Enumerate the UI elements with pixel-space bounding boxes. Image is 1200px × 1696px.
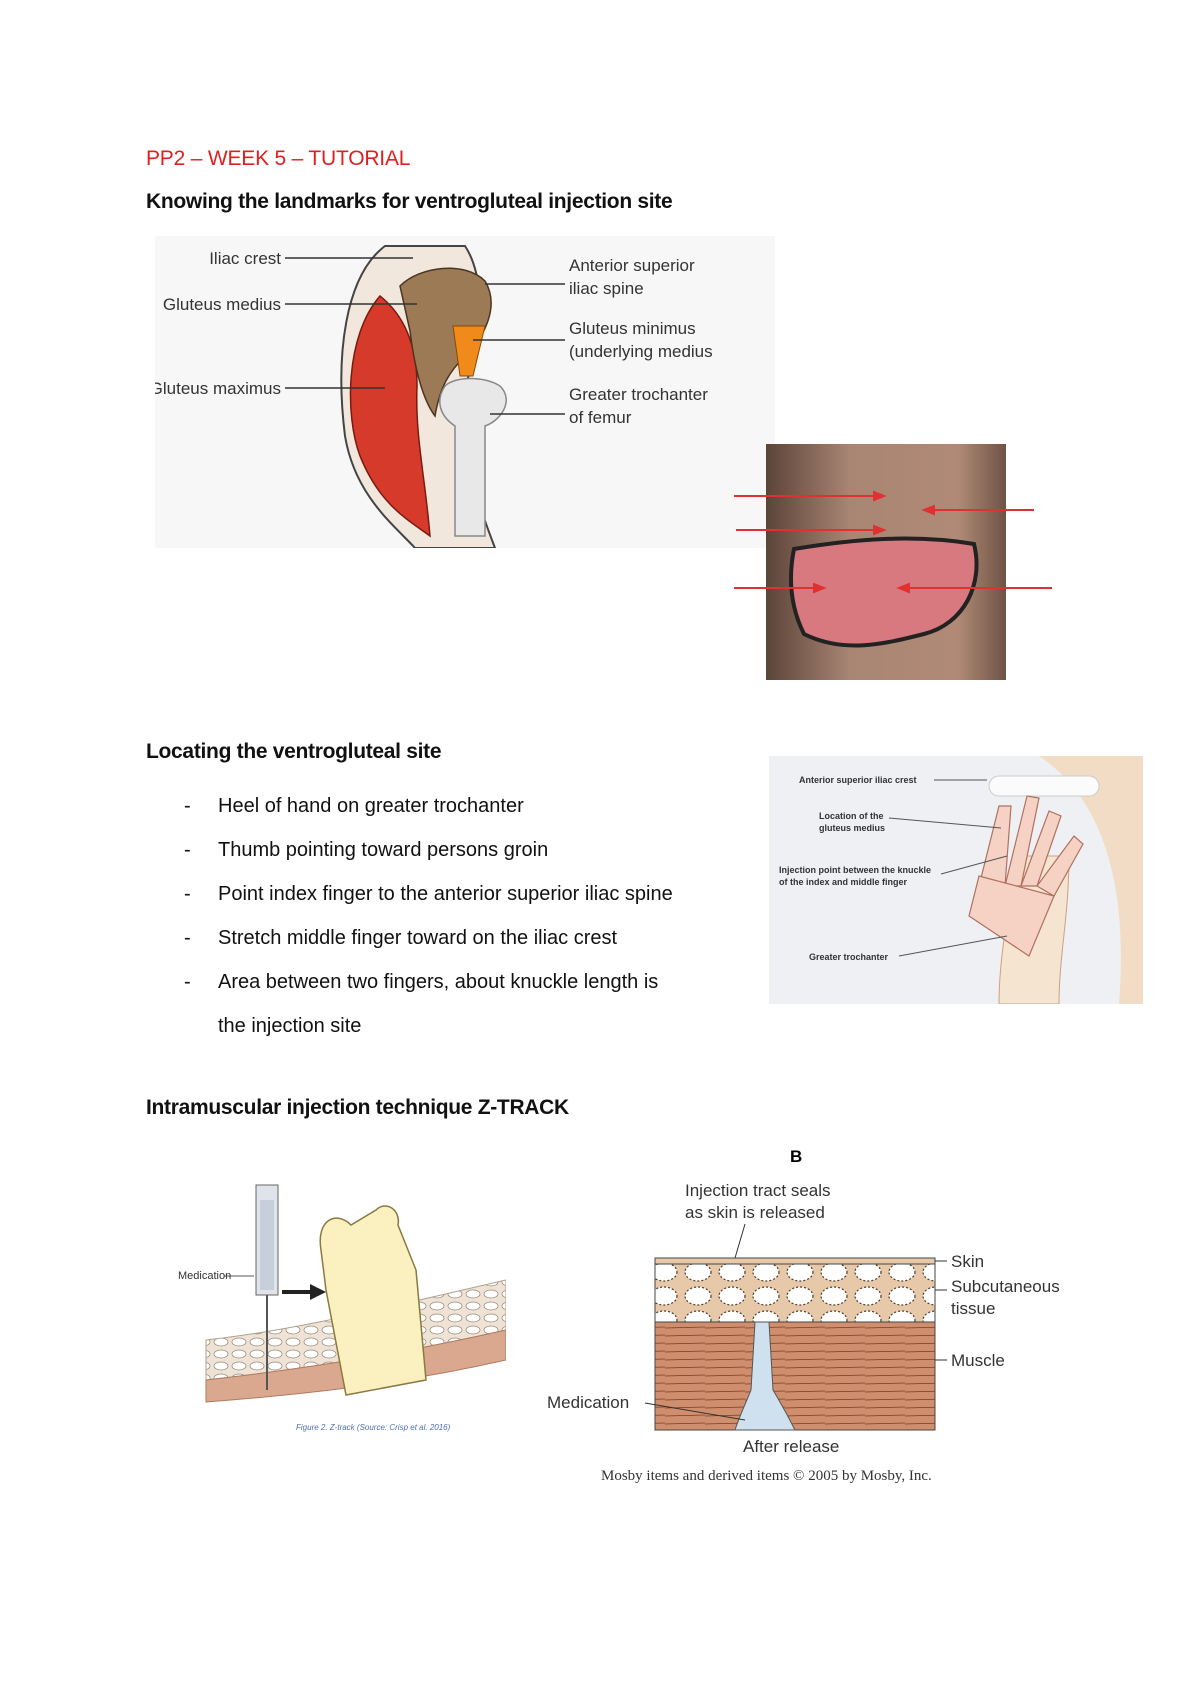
- label-location-line1: Location of the: [819, 811, 884, 821]
- list-item: -Stretch middle finger toward on the ili…: [184, 927, 618, 949]
- list-item: -Thumb pointing toward persons groin: [184, 839, 549, 861]
- label-asis-line2: iliac spine: [569, 279, 644, 298]
- section-heading-landmarks: Knowing the landmarks for ventrogluteal …: [146, 190, 673, 213]
- label-gluteus-maximus: Gluteus maximus: [155, 379, 281, 398]
- label-gluteus-medius: Gluteus medius: [163, 295, 281, 314]
- label-tract-line1: Injection tract seals: [685, 1181, 831, 1200]
- label-asis: Anterior superior iliac crest: [799, 775, 917, 785]
- label-gmin-line2: (underlying medius: [569, 342, 713, 361]
- label-trochanter-line2: of femur: [569, 408, 632, 427]
- document-title: PP2 – WEEK 5 – TUTORIAL: [146, 147, 411, 170]
- list-item: -Heel of hand on greater trochanter: [184, 795, 524, 817]
- femur-shape: [439, 377, 507, 537]
- label-gmin-line1: Gluteus minimus: [569, 319, 696, 338]
- gloved-hand-shape: [319, 1205, 427, 1396]
- hip-photo: [734, 444, 1052, 680]
- section-heading-ztrack: Intramuscular injection technique Z-TRAC…: [146, 1096, 569, 1119]
- label-medication-left: Medication: [178, 1270, 231, 1282]
- section-heading-locating: Locating the ventrogluteal site: [146, 740, 442, 763]
- label-tract-line2: as skin is released: [685, 1203, 825, 1222]
- label-after-release: After release: [743, 1437, 839, 1456]
- label-location-line2: gluteus medius: [819, 823, 885, 833]
- label-subq-line2: tissue: [951, 1299, 995, 1318]
- panel-label-b: B: [790, 1147, 802, 1166]
- hand-placement-figure: Anterior superior iliac crest Location o…: [769, 756, 1143, 1004]
- ztrack-copyright: Mosby items and derived items © 2005 by …: [601, 1468, 932, 1484]
- locating-steps-list: -Heel of hand on greater trochanter -Thu…: [184, 784, 754, 1048]
- label-injection-line2: of the index and middle finger: [779, 877, 908, 887]
- list-item-continuation: the injection site: [218, 1015, 362, 1037]
- list-item: -Area between two fingers, about knuckle…: [184, 971, 659, 993]
- photo-arrows: [734, 490, 1052, 594]
- hand-shape: [968, 795, 1084, 957]
- gluteus-minimus-shape: [452, 325, 486, 377]
- ztrack-right-figure: B Injection tract seals as skin is relea…: [547, 1147, 1060, 1456]
- label-muscle: Muscle: [951, 1351, 1005, 1370]
- medication-pocket-shape: [734, 1321, 796, 1431]
- label-subq-line1: Subcutaneous: [951, 1277, 1060, 1296]
- label-asis-line1: Anterior superior: [569, 256, 695, 275]
- ztrack-left-figure: Medication Figure 2. Z-track (Source: Cr…: [178, 1184, 506, 1432]
- hip-anatomy-figure: Iliac crest Gluteus medius Gluteus maxim…: [155, 236, 775, 548]
- label-skin: Skin: [951, 1252, 984, 1271]
- label-trochanter: Greater trochanter: [809, 952, 889, 962]
- list-item: -Point index finger to the anterior supe…: [184, 883, 673, 905]
- label-trochanter-line1: Greater trochanter: [569, 385, 708, 404]
- label-medication-right: Medication: [547, 1393, 629, 1412]
- label-iliac-crest: Iliac crest: [209, 249, 281, 268]
- label-injection-line1: Injection point between the knuckle: [779, 865, 931, 875]
- ztrack-left-caption: Figure 2. Z-track (Source: Crisp et al. …: [296, 1423, 451, 1432]
